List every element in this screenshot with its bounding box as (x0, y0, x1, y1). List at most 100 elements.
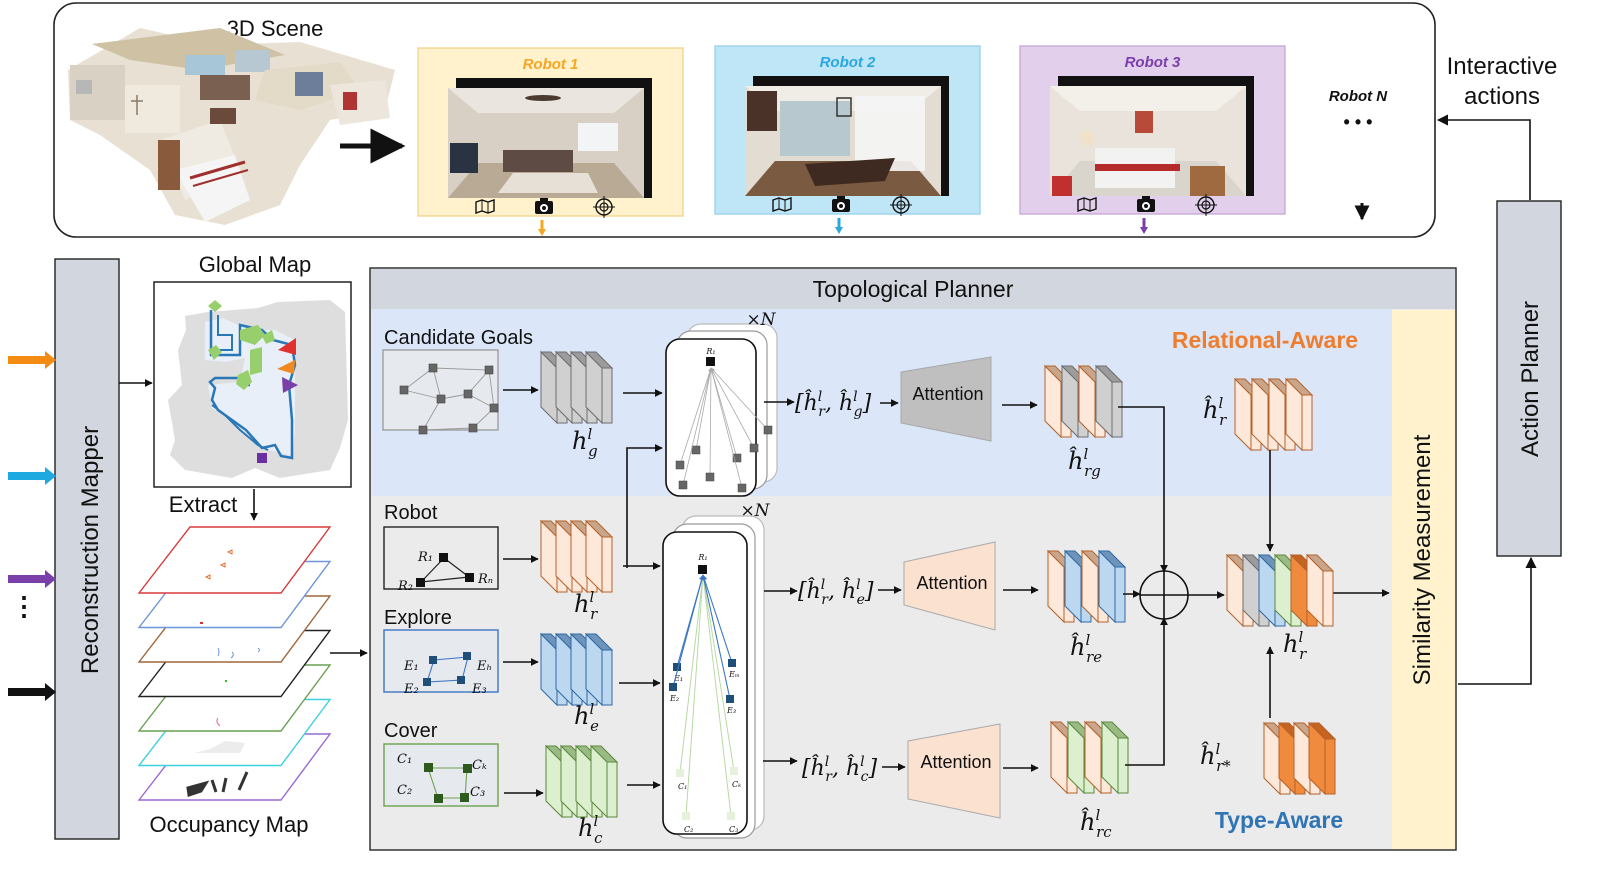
camera-icon (535, 198, 553, 214)
goal-edge (710, 367, 738, 459)
attention-block-cover: Attention (907, 723, 1001, 819)
feature-slab (584, 350, 614, 425)
occupancy-map-stack (137, 526, 332, 801)
target-icon (1195, 194, 1217, 216)
robot-graph: R₁ R₂ Rₙ (383, 526, 499, 594)
node-label-e3: E₃ (471, 682, 487, 697)
node-label-r1-goals: R₁ (705, 347, 715, 356)
cover-graph: C₁ Cₖ C₂ C₃ (383, 743, 499, 807)
explore-label: Explore (384, 607, 452, 629)
goal-edge (682, 367, 713, 486)
node-label-c1: C₁ (397, 752, 412, 767)
occupancy-layer-1 (137, 526, 332, 594)
relational-aware-label: Relational-Aware (1172, 327, 1358, 353)
feature-slab (584, 632, 614, 707)
robot-panel-title: Robot 1 (523, 56, 579, 73)
goal-edge (709, 367, 743, 489)
occupancy-layer-misc-mark (216, 717, 221, 727)
robot-n-ellipsis: • • • (1344, 112, 1373, 132)
attention-label-cover: Attention (920, 752, 991, 772)
node-label-e2: E₂ (403, 682, 419, 697)
goal-graph-module: ×N R₁ (665, 310, 778, 497)
occupancy-map-title: Occupancy Map (150, 812, 309, 837)
rc-to-fusion-arrow (1125, 617, 1168, 766)
occupancy-layer-free-space (195, 741, 245, 753)
feature-slab (1305, 553, 1335, 628)
robot-feature-stack (539, 519, 614, 594)
mapper-input-arrow-4 (8, 683, 56, 701)
rg-feature-stack (1043, 364, 1124, 439)
feature-slab (589, 744, 619, 819)
robot-output-arrow-head (1140, 227, 1148, 234)
explore-node-label: E₁ (673, 674, 683, 683)
goal-edge (710, 367, 769, 431)
action-planner-block: Action Planner (1496, 200, 1562, 557)
3d-scene-model-image (68, 28, 395, 225)
goal-feature-stack (539, 350, 614, 425)
robot-output-arrow-head (538, 229, 546, 236)
similarity-to-action-arrow (1458, 556, 1537, 685)
robot-panel-3: Robot 3 (1019, 45, 1286, 234)
target-icon (593, 196, 615, 218)
goal-node (675, 460, 685, 470)
cover-node (676, 769, 684, 777)
camera-icon (832, 196, 850, 212)
explore-node (673, 663, 681, 671)
explore-node (728, 659, 736, 667)
feature-slab (1094, 364, 1124, 439)
explore-node-label: E₃ (726, 706, 736, 715)
cover-edge (685, 574, 706, 817)
attention-block-explore: Attention (903, 541, 996, 631)
explore-node-label: Eₘ (728, 670, 740, 679)
explore-node-label: E₂ (669, 694, 679, 703)
robot-output-arrow-head (835, 227, 843, 234)
re-feature-stack (1046, 549, 1127, 624)
robot-panel-1: Robot 1 (417, 47, 684, 236)
rc-feature-stack (1049, 720, 1130, 795)
interactive-actions-label-line1: Interactive (1447, 53, 1558, 80)
goal-node (691, 445, 701, 455)
robot-panel-title: Robot 2 (820, 54, 876, 71)
occupancy-layer-obstacles (186, 771, 249, 797)
explore-edge (701, 574, 731, 700)
node-label-e1: E₁ (403, 659, 419, 674)
camera-view-image-dining-room (745, 86, 941, 196)
mapper-input-arrow-1 (8, 351, 56, 369)
feature-slab (1284, 377, 1314, 452)
repeat-n-label-goals: ×N (746, 310, 776, 330)
goal-node (678, 480, 688, 490)
global-map-title: Global Map (199, 252, 312, 277)
node-label-c2: C₂ (397, 783, 412, 798)
cover-node (727, 812, 735, 820)
action-planner-label: Action Planner (1517, 301, 1544, 457)
feature-slab (584, 519, 614, 594)
type-aware-label: Type-Aware (1215, 807, 1343, 833)
goal-node (749, 443, 759, 453)
action-to-scene-arrow (1436, 114, 1531, 200)
scene-title: 3D Scene (227, 16, 324, 41)
explore-node (669, 683, 677, 691)
cover-edge (679, 574, 705, 774)
goal-edge (679, 367, 712, 466)
topological-planner-title: Topological Planner (813, 276, 1014, 302)
feature-slab (1100, 720, 1130, 795)
robot-feature-to-goal-module-arrow (626, 444, 663, 568)
cover-edge (701, 574, 732, 817)
scene-panel: 3D Scene Robot 1 Robot 2 Robot 3 (53, 2, 1436, 238)
map-icon (475, 199, 495, 214)
explore-edge (701, 574, 733, 664)
interactive-actions-label-line2: actions (1464, 83, 1540, 110)
node-label-r1: R₁ (417, 550, 433, 565)
robot-label: Robot (384, 502, 438, 524)
goal-edge (695, 367, 713, 451)
attention-label-explore: Attention (916, 573, 987, 593)
goal-node (732, 453, 742, 463)
explore-feature-stack (539, 632, 614, 707)
occupancy-layer-explore-marks (217, 647, 260, 659)
camera-view-image-bedroom (1050, 86, 1246, 196)
